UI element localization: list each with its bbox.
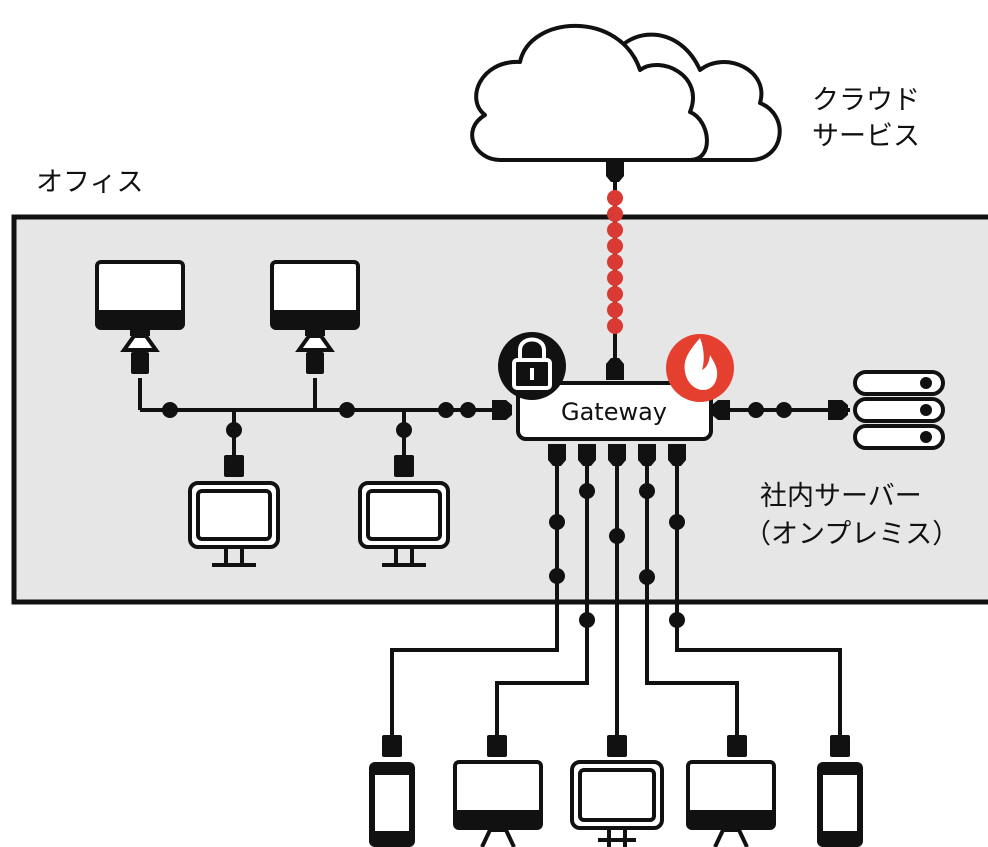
secure-link-dot [607,238,623,254]
crt-monitor-icon [188,455,280,567]
plug-icon [712,400,730,420]
plug-icon [492,400,512,420]
cloud-service-label-line1: クラウド [812,85,920,116]
secure-link-dot [607,254,623,270]
desktop-monitor-icon [95,260,185,374]
external-link-nodes [549,483,685,628]
plug-icon [638,444,656,466]
server-label-line1: 社内サーバー [760,481,922,512]
smartphone-icon [817,735,863,847]
plug-icon [668,444,686,466]
smartphone-icon [369,735,415,847]
secure-link-dot [607,222,623,238]
plug-icon [608,444,626,466]
cloud-link [606,160,624,380]
cloud-service-label-line2: サービス [812,121,920,152]
external-links [390,466,842,735]
crt-monitor-icon [570,735,664,847]
secure-link-dot [607,190,623,206]
server-icon [853,370,945,450]
server-label-line2: （オンプレミス） [744,519,960,550]
flame-icon [666,334,734,402]
plug-icon [548,444,566,466]
secure-link-dot [607,302,623,318]
gateway-box: Gateway [516,381,713,441]
plug-icon [606,358,624,380]
cloud-icon [470,23,782,162]
crt-monitor-icon [358,455,450,567]
lock-icon [498,332,566,400]
server-link [712,400,850,420]
plug-icon [606,160,624,182]
secure-link-dot [607,270,623,286]
secure-link-dot [607,318,623,334]
gateway-label: Gateway [561,398,667,426]
secure-link-dot [607,206,623,222]
office-lan-nodes [162,400,512,438]
gateway-ports [548,444,686,466]
desktop-monitor-icon [270,260,360,374]
office-label: オフィス [36,167,144,198]
plug-icon [578,444,596,466]
plug-icon [828,400,848,420]
secure-link-dot [607,286,623,302]
secure-link-dots [607,190,623,334]
desktop-monitor-icon [453,735,543,847]
desktop-monitor-icon [686,735,776,847]
